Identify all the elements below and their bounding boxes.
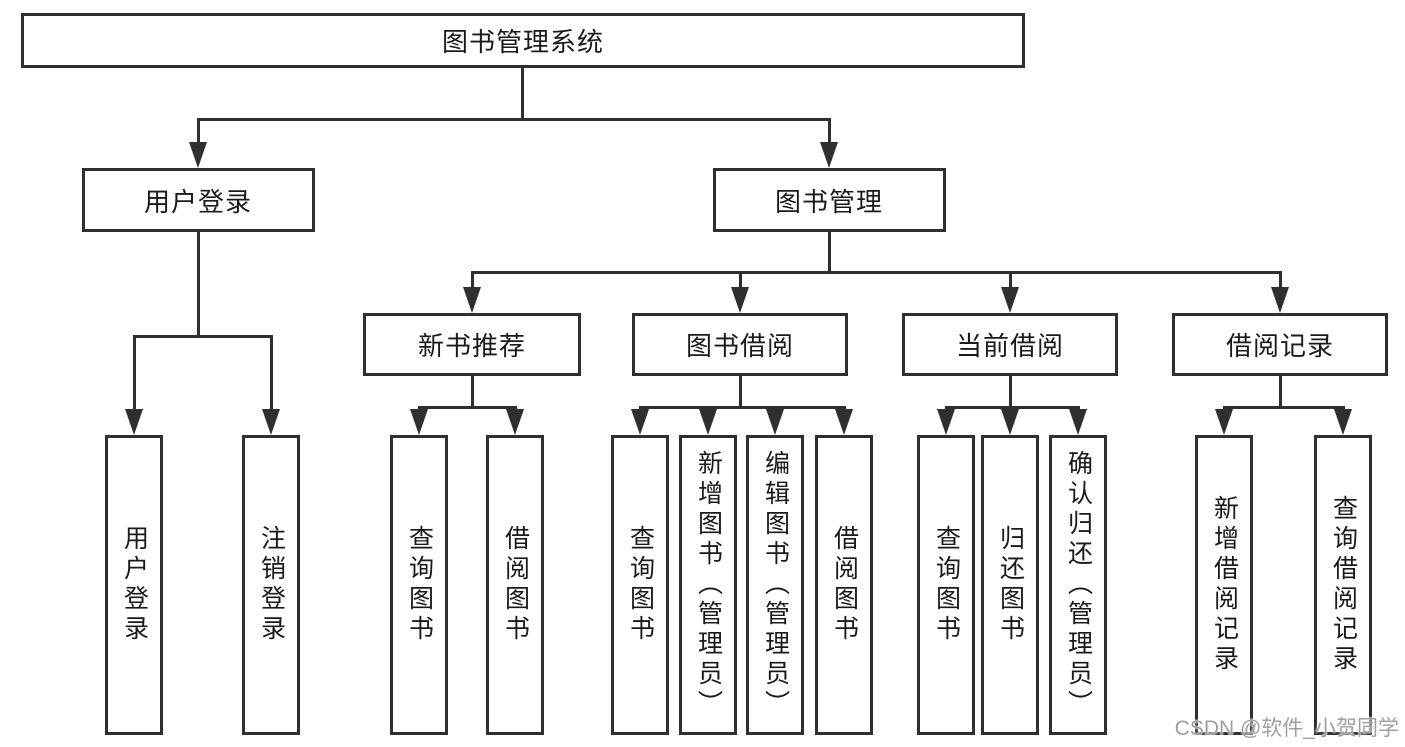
arrow-down-icon — [463, 287, 481, 313]
node-leaf-query-books-1: 查询图书 — [390, 435, 448, 735]
arrow-down-icon — [1215, 409, 1233, 435]
connector-child-drop — [470, 272, 474, 291]
node-label: 借阅记录 — [1225, 331, 1334, 361]
connector-parent-drop — [827, 232, 831, 272]
arrow-down-icon — [766, 409, 784, 435]
node-label: 确认归还（管理员） — [1064, 450, 1093, 720]
arrow-down-icon — [820, 142, 838, 168]
connector-child-drop — [738, 272, 742, 291]
connector-rail — [132, 334, 273, 338]
node-label: 新增图书（管理员） — [694, 450, 723, 720]
node-label: 图书管理 — [774, 186, 883, 217]
arrow-down-icon — [1001, 409, 1019, 435]
arrow-down-icon — [1001, 287, 1019, 313]
connector-parent-drop — [470, 376, 474, 407]
node-current-borrowing: 当前借阅 — [902, 313, 1118, 376]
node-label: 借阅图书 — [830, 525, 859, 645]
node-label: 新书推荐 — [417, 331, 526, 361]
arrow-down-icon — [699, 409, 717, 435]
connector-parent-drop — [1278, 376, 1282, 407]
arrow-down-icon — [731, 287, 749, 313]
connector-parent-drop — [196, 232, 200, 336]
node-leaf-query-books-3: 查询图书 — [917, 435, 975, 735]
node-book-management: 图书管理 — [712, 168, 946, 232]
node-book-borrowing: 图书借阅 — [632, 313, 848, 376]
node-label: 借阅图书 — [501, 525, 530, 645]
node-leaf-edit-book-admin: 编辑图书（管理员） — [746, 435, 804, 735]
node-label: 查询图书 — [405, 525, 434, 645]
node-new-book-recommendation: 新书推荐 — [363, 313, 581, 376]
connector-rail — [1222, 405, 1345, 409]
node-label: 图书管理系统 — [441, 27, 604, 57]
arrow-down-icon — [631, 409, 649, 435]
node-leaf-add-book-admin: 新增图书（管理员） — [679, 435, 737, 735]
connector-parent-drop — [1008, 376, 1012, 407]
arrow-down-icon — [1069, 409, 1087, 435]
connector-rail — [944, 405, 1080, 409]
connector-child-drop — [196, 119, 200, 146]
node-leaf-borrow-books-1: 借阅图书 — [486, 435, 544, 735]
node-borrowing-records: 借阅记录 — [1172, 313, 1388, 376]
arrow-down-icon — [125, 409, 143, 435]
node-label: 新增借阅记录 — [1210, 495, 1239, 675]
node-leaf-query-borrow-record: 查询借阅记录 — [1314, 435, 1372, 735]
node-leaf-add-borrow-record: 新增借阅记录 — [1195, 435, 1253, 735]
connector-child-drop — [269, 336, 273, 413]
node-label: 查询图书 — [932, 525, 961, 645]
arrow-down-icon — [189, 142, 207, 168]
connector-child-drop — [1278, 272, 1282, 291]
node-library-management-system: 图书管理系统 — [21, 13, 1025, 68]
watermark-text: CSDN @软件_小贺同学 — [1174, 717, 1399, 740]
arrow-down-icon — [1334, 409, 1352, 435]
node-label: 用户登录 — [120, 525, 149, 645]
arrow-down-icon — [1271, 287, 1289, 313]
connector-parent-drop — [738, 376, 742, 407]
node-leaf-query-books-2: 查询图书 — [611, 435, 669, 735]
connector-child-drop — [1008, 272, 1012, 291]
connector-rail — [470, 270, 1282, 274]
arrow-down-icon — [506, 409, 524, 435]
node-leaf-return-book: 归还图书 — [981, 435, 1039, 735]
connector-child-drop — [827, 119, 831, 146]
connector-rail — [196, 117, 831, 121]
arrow-down-icon — [410, 409, 428, 435]
node-label: 注销登录 — [257, 525, 286, 645]
arrow-down-icon — [262, 409, 280, 435]
node-leaf-logout: 注销登录 — [242, 435, 300, 735]
node-user-login: 用户登录 — [81, 168, 315, 232]
connector-parent-drop — [520, 68, 524, 119]
node-leaf-borrow-books-2: 借阅图书 — [815, 435, 873, 735]
connector-rail — [638, 405, 846, 409]
node-label: 归还图书 — [996, 525, 1025, 645]
node-label: 编辑图书（管理员） — [761, 450, 790, 720]
node-label: 用户登录 — [143, 186, 252, 217]
node-leaf-confirm-return-admin: 确认归还（管理员） — [1049, 435, 1107, 735]
arrow-down-icon — [835, 409, 853, 435]
node-label: 查询借阅记录 — [1329, 495, 1358, 675]
node-leaf-user-login: 用户登录 — [105, 435, 163, 735]
connector-rail — [417, 405, 517, 409]
node-label: 当前借阅 — [955, 331, 1064, 361]
node-label: 查询图书 — [626, 525, 655, 645]
connector-child-drop — [132, 336, 136, 413]
arrow-down-icon — [937, 409, 955, 435]
node-label: 图书借阅 — [685, 331, 794, 361]
